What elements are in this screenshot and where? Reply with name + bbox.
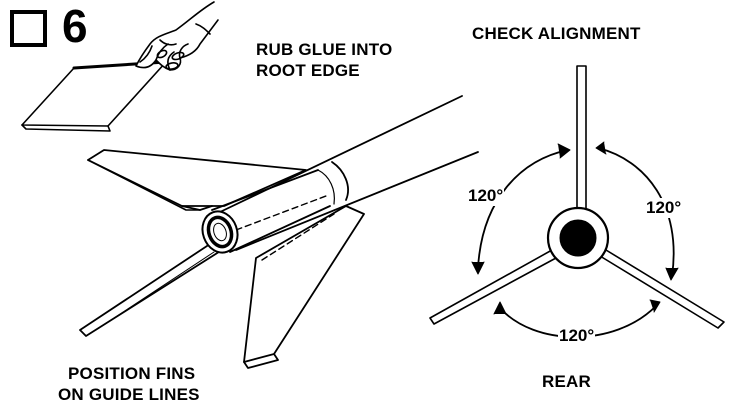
rear-label: REAR bbox=[542, 372, 591, 391]
held-fin bbox=[21, 61, 167, 127]
arc-arrow-left bbox=[477, 149, 569, 269]
guide-line bbox=[235, 195, 327, 231]
rear-fin-lower-left bbox=[429, 249, 557, 325]
upper-fin bbox=[87, 149, 307, 207]
step-checkbox[interactable] bbox=[10, 10, 47, 47]
angle-label-bottom: 120° bbox=[558, 326, 596, 346]
body-tube-bottom-edge bbox=[235, 151, 479, 251]
angle-label-left: 120° bbox=[467, 186, 505, 206]
position-fins-label-line2: ON GUIDE LINES bbox=[58, 385, 200, 404]
rear-fin-lower-right bbox=[599, 249, 725, 329]
rocket-body-drawing bbox=[79, 95, 479, 369]
arc-arrow-right bbox=[597, 147, 675, 277]
hand-with-fin-drawing bbox=[21, 1, 219, 132]
lower-right-fin bbox=[243, 205, 365, 363]
check-alignment-label: CHECK ALIGNMENT bbox=[472, 24, 641, 43]
rear-view-drawing bbox=[429, 65, 725, 338]
position-fins-label-line1: POSITION FINS bbox=[68, 364, 196, 383]
body-tube-top-edge bbox=[219, 95, 463, 213]
rub-glue-label-line2: ROOT EDGE bbox=[256, 61, 360, 80]
step-number: 6 bbox=[62, 0, 88, 52]
rear-fin-top bbox=[576, 65, 587, 211]
lower-left-fin bbox=[79, 243, 223, 337]
rub-glue-label-line1: RUB GLUE INTO bbox=[256, 40, 393, 59]
rear-motor-mount bbox=[559, 219, 597, 257]
angle-label-right: 120° bbox=[645, 198, 683, 218]
